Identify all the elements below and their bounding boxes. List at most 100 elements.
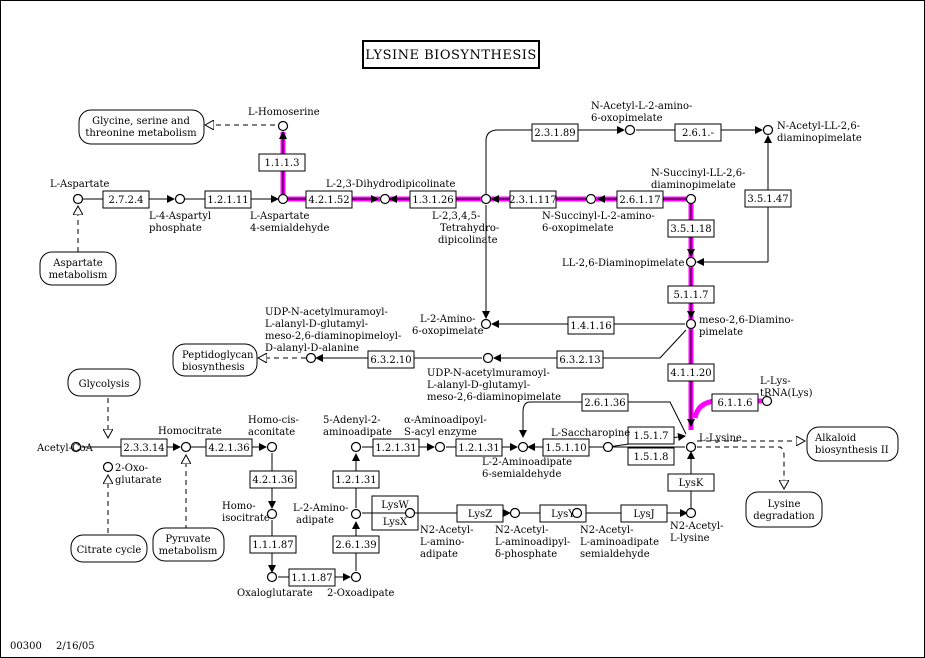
svg-text:1.2.1.31: 1.2.1.31 bbox=[375, 443, 416, 454]
enzyme-2.3.1.89: 2.3.1.89 bbox=[531, 123, 579, 142]
svg-text:N2-Acetyl-: N2-Acetyl- bbox=[420, 525, 473, 536]
svg-text:pimelate: pimelate bbox=[699, 327, 743, 338]
svg-text:5-Adenyl-2-: 5-Adenyl-2- bbox=[323, 415, 381, 426]
svg-text:semialdehyde: semialdehyde bbox=[580, 549, 650, 560]
node-acetyl-aminooxopimelate bbox=[624, 124, 636, 136]
svg-text:L-Aspartate: L-Aspartate bbox=[250, 211, 310, 222]
svg-text:6.3.2.13: 6.3.2.13 bbox=[559, 355, 600, 366]
enzyme-4.2.1.36-b: 4.2.1.36 bbox=[249, 470, 297, 489]
svg-text:L-Lysine: L-Lysine bbox=[699, 433, 742, 444]
svg-text:L-Aspartate: L-Aspartate bbox=[50, 179, 110, 190]
svg-text:3.5.1.47: 3.5.1.47 bbox=[747, 194, 788, 205]
svg-text:L-alanyl-D-glutamyl-: L-alanyl-D-glutamyl- bbox=[265, 319, 368, 330]
node-homocitrate bbox=[180, 441, 192, 453]
enzyme-5.1.1.7: 5.1.1.7 bbox=[667, 285, 715, 304]
svg-text:L-lysine: L-lysine bbox=[670, 533, 710, 544]
enzyme-1.1.1.87-a: 1.1.1.87 bbox=[249, 535, 297, 554]
svg-text:1.5.1.7: 1.5.1.7 bbox=[634, 431, 669, 442]
svg-text:adipate: adipate bbox=[296, 515, 334, 526]
svg-text:6-semialdehyde: 6-semialdehyde bbox=[482, 469, 561, 480]
enzyme-4.1.1.20: 4.1.1.20 bbox=[667, 363, 715, 382]
svg-text:Lysine: Lysine bbox=[768, 499, 801, 510]
svg-text:2.6.1.17: 2.6.1.17 bbox=[619, 195, 660, 206]
svg-text:Peptidoglycan: Peptidoglycan bbox=[182, 350, 254, 361]
svg-text:1.4.1.16: 1.4.1.16 bbox=[570, 321, 611, 332]
svg-text:2-Oxo-: 2-Oxo- bbox=[115, 463, 148, 474]
svg-text:adipate: adipate bbox=[420, 549, 458, 560]
node-l-aspartate bbox=[72, 193, 84, 205]
svg-text:L-2,3,4,5-: L-2,3,4,5- bbox=[432, 211, 480, 222]
svg-text:L-aminoadipyl-: L-aminoadipyl- bbox=[495, 537, 570, 548]
svg-text:4.2.1.36: 4.2.1.36 bbox=[252, 475, 293, 486]
compound-nodes[interactable] bbox=[70, 120, 774, 583]
svg-text:1.2.1.31: 1.2.1.31 bbox=[335, 475, 376, 486]
node-acetyl-aminoadipate-semialdehyde bbox=[571, 507, 583, 519]
node-oxaloglutarate bbox=[266, 571, 278, 583]
svg-text:threonine metabolism: threonine metabolism bbox=[85, 128, 197, 139]
svg-text:2.3.3.14: 2.3.3.14 bbox=[123, 443, 164, 454]
node-saccharopine bbox=[602, 441, 614, 453]
node-homoserine bbox=[277, 120, 289, 132]
svg-text:Alkaloid: Alkaloid bbox=[814, 433, 857, 444]
svg-text:Pyruvate: Pyruvate bbox=[165, 534, 210, 545]
node-udp-murnac-pentapeptide bbox=[305, 352, 317, 364]
enzyme-2.6.1.39: 2.6.1.39 bbox=[332, 535, 380, 554]
map-footer: 00300 2/16/05 bbox=[10, 641, 95, 652]
svg-text:phosphate: phosphate bbox=[149, 223, 202, 234]
enzyme-1.5.1.10: 1.5.1.10 bbox=[542, 438, 590, 457]
svg-text:1.5.1.8: 1.5.1.8 bbox=[634, 452, 669, 463]
svg-text:1.5.1.10: 1.5.1.10 bbox=[545, 443, 586, 454]
svg-text:N2-Acetyl-: N2-Acetyl- bbox=[670, 521, 723, 532]
node-acetyl-diaminopimelate bbox=[762, 124, 774, 136]
svg-text:2-Oxoadipate: 2-Oxoadipate bbox=[327, 588, 395, 599]
node-succinyl-aminooxopimelate bbox=[585, 193, 597, 205]
svg-text:2.6.1.36: 2.6.1.36 bbox=[584, 398, 625, 409]
svg-text:N2-Acetyl-: N2-Acetyl- bbox=[580, 525, 633, 536]
svg-text:2.6.1.-: 2.6.1.- bbox=[682, 128, 714, 139]
svg-text:LL-2,6-Diaminopimelate: LL-2,6-Diaminopimelate bbox=[562, 258, 684, 269]
node-aminoadipoyl-enzyme bbox=[434, 441, 446, 453]
svg-text:L-2,3-Dihydrodipicolinate: L-2,3-Dihydrodipicolinate bbox=[326, 179, 455, 190]
node-amino-oxopimelate bbox=[480, 318, 492, 330]
svg-text:L-aminoadipate: L-aminoadipate bbox=[580, 537, 659, 548]
node-2-oxoglutarate bbox=[102, 461, 114, 473]
enzyme-1.3.1.26: 1.3.1.26 bbox=[409, 190, 457, 209]
svg-text:N-Succinyl-LL-2,6-: N-Succinyl-LL-2,6- bbox=[651, 168, 745, 179]
enzyme-1.1.1.87-b: 1.1.1.87 bbox=[288, 568, 336, 587]
map-citrate-cycle: Citrate cycle bbox=[70, 534, 148, 563]
enzyme-1.5.1.8: 1.5.1.8 bbox=[627, 447, 675, 466]
svg-text:6-oxopimelate: 6-oxopimelate bbox=[591, 113, 663, 124]
svg-text:6-oxopimelate: 6-oxopimelate bbox=[412, 326, 484, 337]
svg-text:metabolism: metabolism bbox=[159, 546, 218, 557]
svg-text:L-4-Aspartyl: L-4-Aspartyl bbox=[149, 211, 211, 222]
enzyme-boxes[interactable]: 2.7.2.4 1.2.1.11 1.1.1.3 4.2.1.52 1.3.1.… bbox=[102, 123, 792, 587]
node-acetyl-lysine bbox=[685, 507, 697, 519]
map-title: LYSINE BIOSYNTHESIS bbox=[362, 40, 540, 69]
svg-text:3.5.1.18: 3.5.1.18 bbox=[670, 224, 711, 235]
node-homoisocitrate bbox=[266, 508, 278, 520]
node-ll-diaminopimelate bbox=[685, 256, 697, 268]
node-homo-cis-aconitate bbox=[266, 441, 278, 453]
enzyme-1.2.1.11: 1.2.1.11 bbox=[204, 190, 252, 209]
svg-text:00300: 00300 bbox=[10, 641, 42, 652]
enzyme-lysx: LysX bbox=[371, 512, 419, 531]
enzyme-4.2.1.52: 4.2.1.52 bbox=[305, 190, 353, 209]
svg-text:LysZ: LysZ bbox=[468, 509, 492, 520]
svg-text:Homo-: Homo- bbox=[222, 501, 256, 512]
svg-text:tRNA(Lys): tRNA(Lys) bbox=[760, 388, 813, 399]
svg-text:aconitate: aconitate bbox=[248, 427, 295, 438]
svg-text:UDP-N-acetylmuramoyl-: UDP-N-acetylmuramoyl- bbox=[427, 368, 550, 379]
svg-text:Acetyl-CoA: Acetyl-CoA bbox=[36, 443, 94, 454]
enzyme-1.1.1.3: 1.1.1.3 bbox=[258, 153, 306, 172]
enzyme-lysj: LysJ bbox=[620, 504, 668, 523]
svg-text:4.2.1.36: 4.2.1.36 bbox=[208, 443, 249, 454]
enzyme-1.5.1.7: 1.5.1.7 bbox=[627, 426, 675, 445]
svg-text:D-alanyl-D-alanine: D-alanyl-D-alanine bbox=[265, 343, 359, 354]
svg-text:L-2-Amino-: L-2-Amino- bbox=[293, 503, 349, 514]
svg-text:Homo-cis-: Homo-cis- bbox=[248, 415, 299, 426]
svg-text:degradation: degradation bbox=[753, 511, 815, 522]
svg-text:L-Saccharopine: L-Saccharopine bbox=[551, 428, 630, 439]
